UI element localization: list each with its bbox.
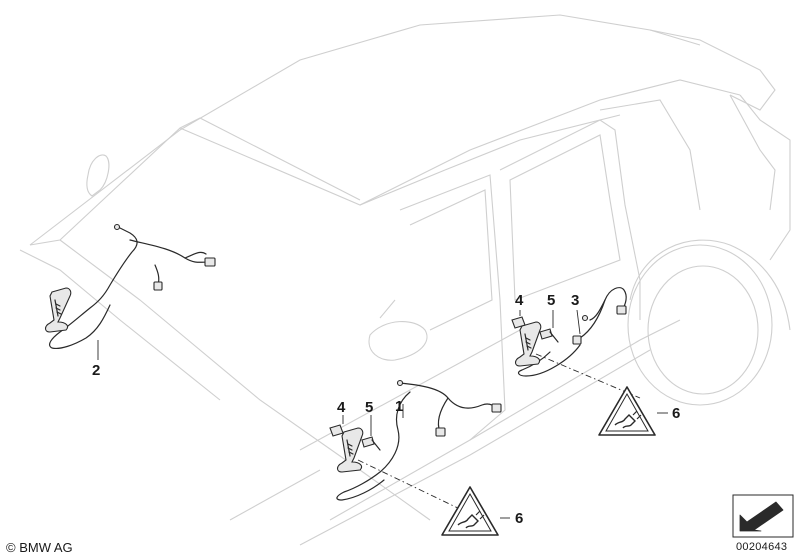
callout-3: 3 [571, 292, 579, 309]
vehicle-outline [19, 14, 791, 546]
callout-5: 5 [547, 292, 555, 309]
electrical-hazard-triangle-icon [441, 486, 499, 536]
callout-4: 4 [515, 292, 524, 309]
document-number: 00204643 [736, 541, 788, 553]
electrical-hazard-triangle-icon [598, 386, 656, 436]
callout-2: 2 [92, 362, 100, 379]
callout-6: 6 [515, 510, 523, 527]
harness-part-2 [44, 223, 216, 360]
harness-part-1 [329, 379, 502, 511]
view-direction-box [732, 494, 794, 538]
callout-5: 5 [365, 399, 373, 416]
copyright-label: © BMW AG [6, 540, 73, 555]
arrow-icon [739, 501, 784, 532]
harness-part-3 [511, 287, 641, 399]
callout-6: 6 [672, 405, 680, 422]
callout-4: 4 [337, 399, 346, 416]
callout-1: 1 [395, 398, 403, 415]
